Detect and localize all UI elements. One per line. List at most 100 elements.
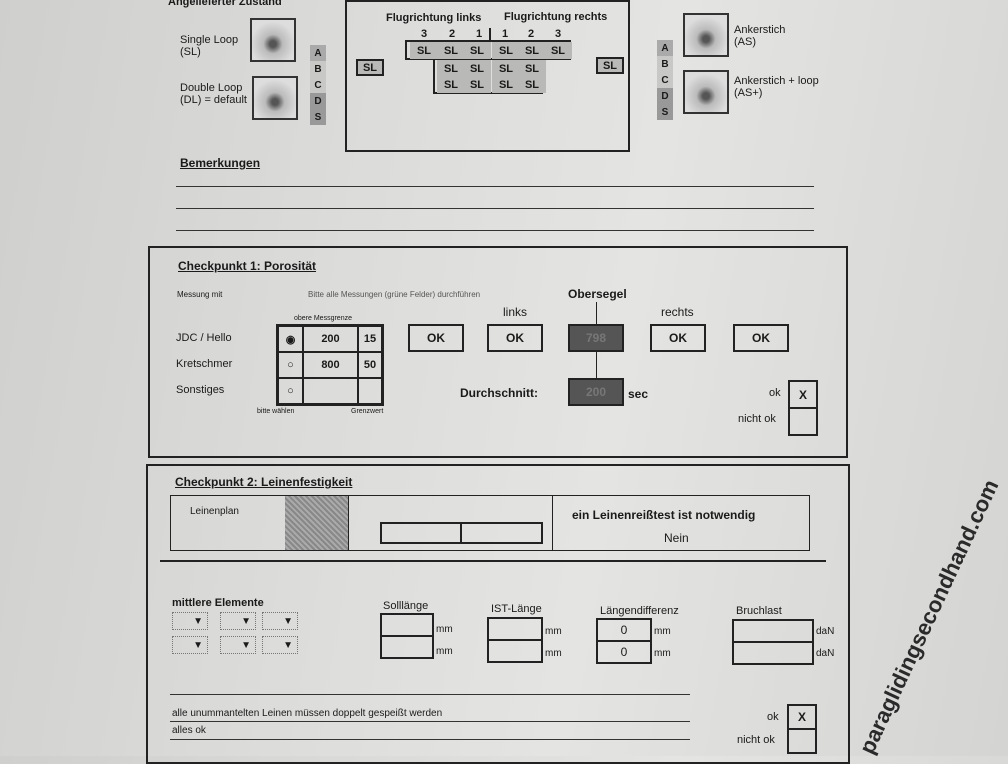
grid-cell: SL — [492, 60, 520, 77]
col-label: 2 — [528, 28, 535, 40]
radio-jdc[interactable]: ◉ — [278, 326, 303, 352]
device-table — [276, 324, 384, 406]
unit: daN — [816, 648, 835, 659]
level: D — [657, 88, 673, 104]
result-field[interactable]: OK — [408, 324, 464, 352]
checkpoint-1-title: Checkpunkt 1: Porosität — [178, 259, 317, 273]
grid-cell: SL — [463, 60, 491, 77]
note-line — [170, 739, 690, 740]
ok-checkbox[interactable]: X — [788, 380, 818, 409]
breaking-load-field[interactable] — [732, 619, 814, 643]
level: S — [310, 109, 326, 125]
label: (DL) = default — [180, 94, 247, 106]
label: Ankerstich — [734, 24, 786, 36]
radio-sonstiges[interactable]: ○ — [278, 378, 303, 404]
level: B — [657, 56, 673, 72]
line-plan-row — [170, 495, 810, 551]
level: D — [310, 93, 326, 109]
unit: mm — [436, 624, 453, 635]
not-ok-label: nicht ok — [737, 734, 775, 746]
length-diff-value: 0 — [596, 640, 652, 664]
checkpoint-1-panel — [148, 246, 848, 458]
breaking-load-field[interactable] — [732, 641, 814, 665]
dropdown[interactable]: ▼ — [262, 636, 298, 654]
upper-limit-value: 800 — [303, 352, 358, 378]
ankerstich-loop-image — [683, 70, 729, 114]
note-text: alle unummantelten Leinen müssen doppelt… — [172, 708, 443, 719]
device-label: Kretschmer — [176, 358, 233, 370]
ankerstich-loop-label: Ankerstich + loop(AS+) — [734, 75, 819, 99]
result-field[interactable]: OK — [733, 324, 789, 352]
label: (AS) — [734, 36, 756, 48]
label: Double Loop — [180, 82, 243, 94]
side-cell-right: SL — [596, 57, 624, 74]
line-plan-image[interactable] — [285, 496, 348, 550]
label: (AS+) — [734, 87, 763, 99]
actual-length-field[interactable] — [487, 639, 543, 663]
dropdown[interactable]: ▼ — [220, 612, 256, 630]
col-label: 3 — [421, 28, 428, 40]
dropdown[interactable]: ▼ — [220, 636, 256, 654]
breaking-load-label: Bruchlast — [736, 605, 782, 617]
device-label: Sonstiges — [176, 384, 225, 396]
divider — [348, 496, 349, 550]
remarks-line[interactable] — [176, 186, 814, 187]
dropdown[interactable]: ▼ — [262, 612, 298, 630]
flight-left-label: Flugrichtung links — [386, 12, 482, 24]
result-field[interactable]: OK — [650, 324, 706, 352]
dropdown[interactable]: ▼ — [172, 636, 208, 654]
level: S — [657, 104, 673, 120]
upper-limit-value: 200 — [303, 326, 358, 352]
ankerstich-image — [683, 13, 729, 57]
divider — [552, 496, 553, 550]
level: C — [310, 77, 326, 93]
ok-checkbox[interactable]: X — [787, 704, 817, 730]
dropdown[interactable]: ▼ — [172, 612, 208, 630]
remarks-line[interactable] — [176, 230, 814, 231]
single-loop-label: Single Loop(SL) — [180, 34, 238, 58]
label: Single Loop — [180, 34, 239, 46]
not-ok-checkbox[interactable] — [787, 728, 817, 754]
average-unit: sec — [628, 387, 649, 401]
grid-cell: SL — [437, 60, 465, 77]
upper-limit-value[interactable] — [303, 378, 358, 404]
grid-cell: SL — [492, 76, 520, 93]
checkpoint-2-title: Checkpunkt 2: Leinenfestigkeit — [175, 475, 353, 489]
grid-cell: SL — [437, 42, 465, 59]
not-ok-checkbox[interactable] — [788, 407, 818, 436]
level: A — [310, 45, 326, 61]
grid-cell: SL — [463, 42, 491, 59]
divider — [160, 560, 826, 562]
right-label: rechts — [661, 305, 694, 319]
unit: mm — [545, 626, 562, 637]
line-plan-field[interactable] — [380, 522, 462, 544]
unit: mm — [545, 648, 562, 659]
unit: mm — [436, 646, 453, 657]
grid-cell: SL — [492, 42, 520, 59]
target-length-field[interactable] — [380, 613, 434, 637]
result-field[interactable]: OK — [487, 324, 543, 352]
double-loop-label: Double Loop(DL) = default — [180, 82, 247, 106]
upper-limit-label: obere Messgrenze — [294, 315, 352, 322]
limit-value: 50 — [358, 352, 382, 378]
limit-value[interactable] — [358, 378, 382, 404]
label: (SL) — [180, 46, 201, 58]
ankerstich-label: Ankerstich(AS) — [734, 24, 785, 48]
choose-label: bitte wählen — [257, 408, 295, 415]
unit: mm — [654, 648, 671, 659]
line-plan-label: Leinenplan — [190, 506, 239, 517]
target-length-field[interactable] — [380, 635, 434, 659]
actual-length-field[interactable] — [487, 617, 543, 641]
line-test-label: ein Leinenreißtest ist notwendig — [572, 508, 756, 522]
ok-label: ok — [769, 387, 781, 399]
grid-cell: SL — [544, 42, 572, 59]
not-ok-label: nicht ok — [738, 413, 776, 425]
grid-cell: SL — [518, 76, 546, 93]
line-plan-field[interactable] — [460, 522, 543, 544]
result-field-center[interactable]: 798 — [568, 324, 624, 352]
col-label: 1 — [502, 28, 509, 40]
double-loop-image — [252, 76, 298, 120]
radio-kretschmer[interactable]: ○ — [278, 352, 303, 378]
remarks-line[interactable] — [176, 208, 814, 209]
level: C — [657, 72, 673, 88]
